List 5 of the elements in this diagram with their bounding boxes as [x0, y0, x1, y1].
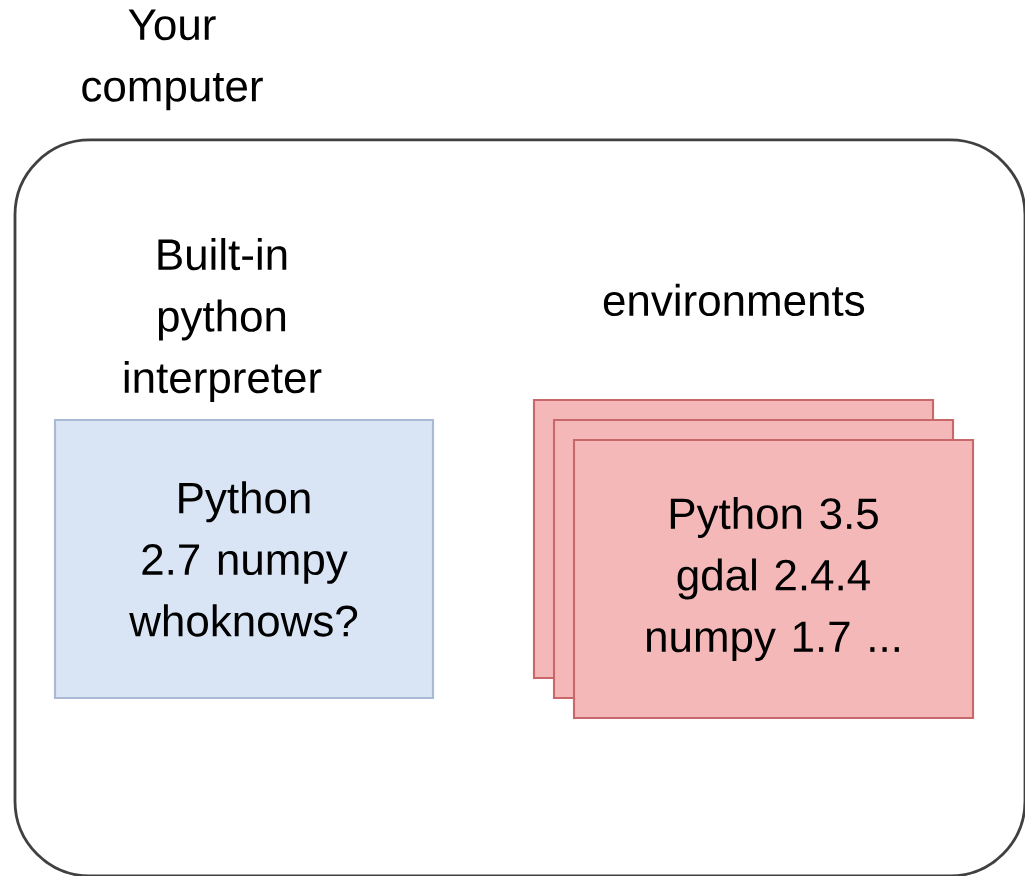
- heading: environments: [603, 283, 865, 317]
- heading: Your computer: [82, 9, 263, 111]
- stacked-cards: Python 3.5 gdal 2.4.4 numpy 1.7 ...: [532, 398, 975, 720]
- heading: Built-in python interpreter: [124, 237, 322, 402]
- process-box: Python 2.7 numpy whoknows?: [53, 418, 435, 700]
